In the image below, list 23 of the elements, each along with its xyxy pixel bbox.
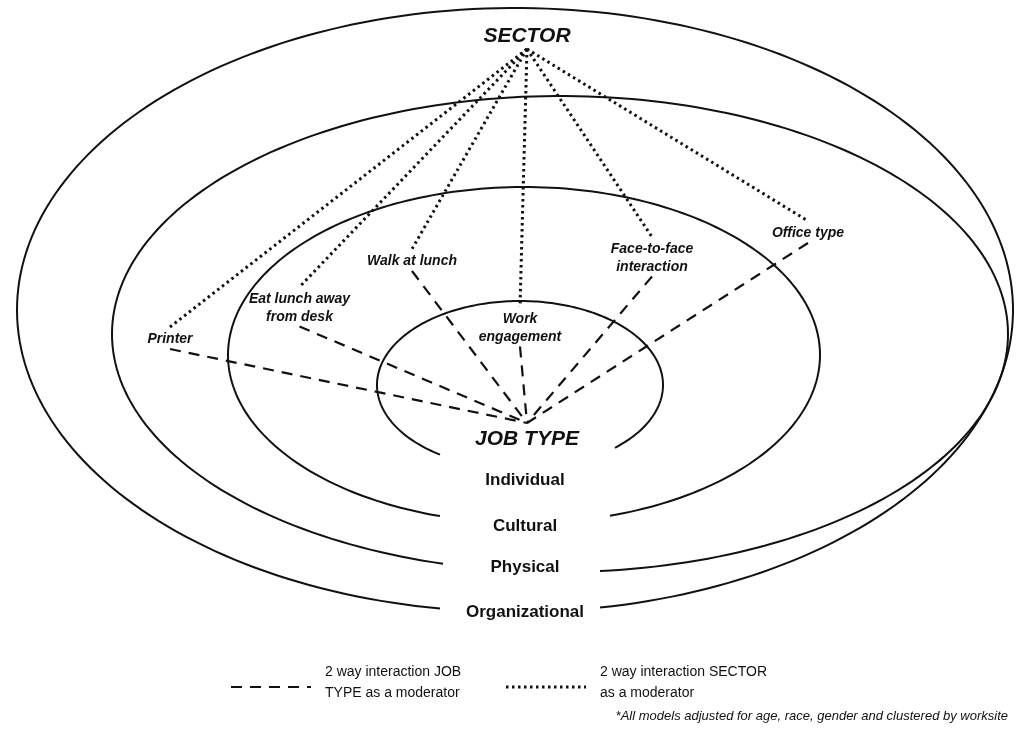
ring-label: Individual: [484, 470, 566, 490]
dotted-line: [410, 48, 529, 250]
outcome-label: Office type: [753, 224, 863, 242]
outcome-label: Work engagement: [470, 310, 570, 345]
dotted-line: [298, 47, 529, 289]
outcome-label: Walk at lunch: [352, 252, 472, 270]
dashed-line: [526, 242, 809, 424]
legend-text: 2 way interaction JOB TYPE as a moderator: [325, 662, 463, 702]
dashed-line: [169, 347, 528, 425]
factor-label: JOB TYPE: [462, 425, 592, 452]
dotted-line: [169, 47, 528, 329]
ring-label: Cultural: [491, 516, 559, 536]
outcome-label: Eat lunch away from desk: [237, 290, 362, 325]
ring-label: Physical: [489, 557, 561, 577]
legend-text: 2 way interaction SECTOR as a moderator: [600, 662, 769, 702]
dotted-line: [526, 47, 809, 223]
outcome-label: Face-to-face interaction: [592, 240, 712, 275]
footnote: *All models adjusted for age, race, gender and clustered by worksite: [615, 708, 1008, 723]
outcome-label: Printer: [130, 330, 210, 348]
dotted-line: [525, 48, 654, 238]
ring-label: Organizational: [464, 602, 586, 622]
factor-label: SECTOR: [462, 22, 592, 49]
dashed-line: [526, 275, 653, 424]
